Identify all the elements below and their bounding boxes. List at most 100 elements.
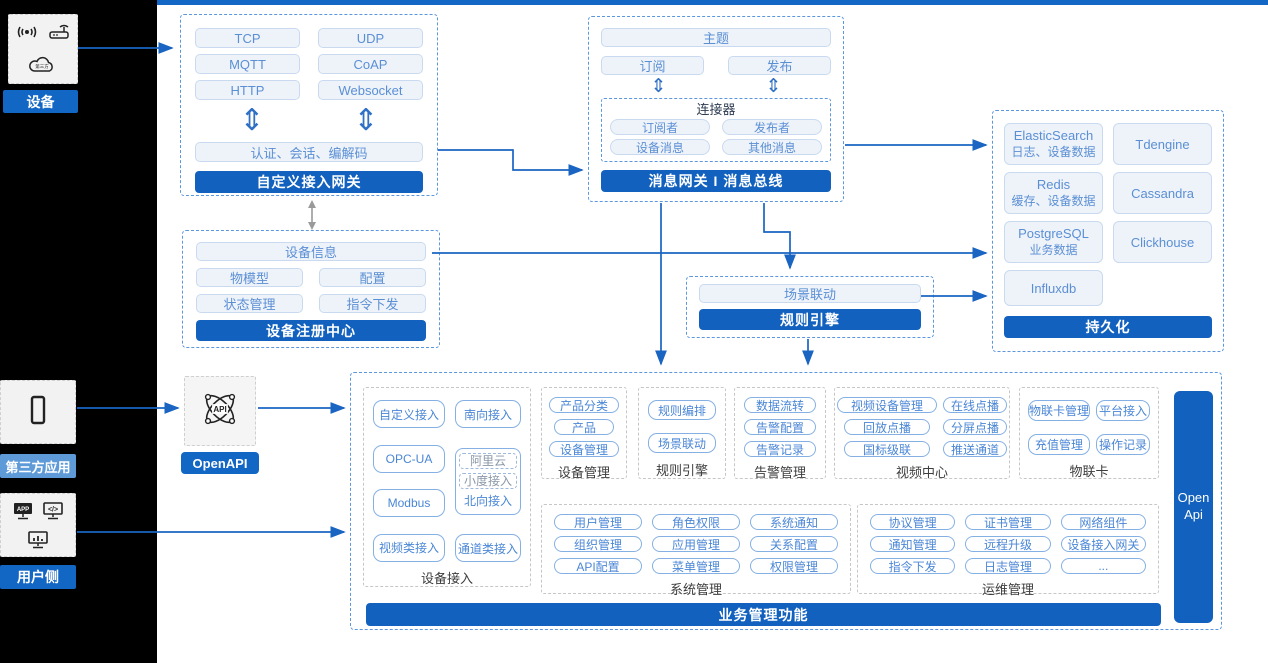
db-box-cassandra: Cassandra (1113, 172, 1212, 214)
svg-text:API: API (213, 405, 226, 414)
router-icon (47, 23, 71, 46)
topic-box: 主题 (601, 28, 831, 47)
scene-linkage-box: 场景联动 (699, 284, 921, 303)
column-title: 系统管理 (669, 582, 722, 597)
system-item: API配置 (554, 558, 642, 574)
connector-item: 发布者 (722, 119, 822, 135)
protocol-box: Websocket (318, 80, 423, 100)
app-monitor-icon: APP (12, 501, 34, 525)
wireless-signal-icon (15, 24, 39, 45)
third-party-app-box (0, 380, 76, 444)
mgmt-item: 设备管理 (549, 441, 619, 457)
ops-item: 协议管理 (870, 514, 956, 530)
business-section: 自定义接入 OPC-UA Modbus 视频类接入 南向接入 阿里云 小度接入 … (350, 372, 1222, 630)
ops-item: ... (1060, 558, 1146, 574)
cloud-third-party-icon: 第三方 (15, 55, 71, 75)
video-item: 分屏点播 (943, 419, 1007, 435)
video-item: 在线点播 (943, 397, 1007, 413)
rule-engine-section: 场景联动 规则引擎 (686, 276, 934, 338)
top-accent-bar (157, 0, 1268, 5)
system-item: 组织管理 (554, 536, 642, 552)
connector-item: 设备消息 (610, 139, 710, 155)
svg-text:</>: </> (48, 507, 58, 514)
protocol-box: CoAP (318, 54, 423, 74)
access-item: 阿里云 (459, 452, 517, 469)
column-title: 视频中心 (895, 465, 948, 480)
protocol-box: HTTP (195, 80, 300, 100)
db-box-influxdb: Influxdb (1004, 270, 1103, 306)
access-item: 自定义接入 (373, 400, 445, 428)
system-item: 关系配置 (750, 536, 838, 552)
ops-item: 网络组件 (1060, 514, 1146, 530)
access-item: 视频类接入 (373, 533, 445, 562)
column-title: 物联卡 (1069, 464, 1109, 479)
system-mgmt-column: 用户管理 角色权限 系统通知 组织管理 应用管理 关系配置 API配置 菜单管理… (541, 504, 851, 597)
system-item: 权限管理 (750, 558, 838, 574)
double-arrow-icon: ⇕ (239, 104, 265, 137)
business-banner: 业务管理功能 (366, 603, 1161, 626)
connector-item: 其他消息 (722, 139, 822, 155)
device-registry-banner: 设备注册中心 (196, 320, 426, 341)
alarm-item: 告警配置 (744, 419, 816, 435)
double-arrow-icon: ⇕ (650, 76, 667, 97)
user-side-box: APP </> (0, 493, 76, 557)
system-item: 用户管理 (554, 514, 642, 530)
ops-mgmt-column: 协议管理 证书管理 网络组件 通知管理 远程升级 设备接入网关 指令下发 日志管… (857, 504, 1159, 597)
access-item: Modbus (373, 489, 445, 518)
rule-item: 规则编排 (648, 400, 716, 420)
ops-item: 设备接入网关 (1060, 536, 1146, 552)
rule-engine-banner: 规则引擎 (699, 309, 921, 330)
third-party-rail-label: 第三方应用 (0, 454, 76, 478)
message-gateway-section: 主题 订阅 发布 ⇕ ⇕ 连接器 订阅者 发布者 设备消息 其他消息 消息网关 … (588, 16, 844, 202)
double-arrow-icon: ⇕ (765, 76, 782, 97)
db-box-clickhouse: Clickhouse (1113, 221, 1212, 263)
db-box-tdengine: Tdengine (1113, 123, 1212, 165)
protocol-box: MQTT (195, 54, 300, 74)
alarm-item: 数据流转 (744, 397, 816, 413)
video-item: 视频设备管理 (837, 397, 937, 413)
protocol-box: UDP (318, 28, 423, 48)
video-center-column: 视频设备管理 在线点播 回放点播 分屏点播 国标级联 推送通道 视频中心 (834, 387, 1010, 480)
system-item: 角色权限 (652, 514, 740, 530)
video-item: 推送通道 (943, 441, 1007, 457)
svg-text:APP: APP (17, 507, 29, 513)
registry-item: 状态管理 (196, 294, 303, 313)
rule-engine-column: 规则编排 场景联动 规则引擎 (638, 387, 726, 479)
column-title: 运维管理 (981, 582, 1034, 597)
iot-card-item: 充值管理 (1028, 434, 1091, 455)
iot-card-item: 物联卡管理 (1028, 400, 1091, 421)
device-mgmt-column: 产品分类 产品 设备管理 设备管理 (541, 387, 627, 480)
double-arrow-icon: ⇕ (353, 104, 379, 137)
ops-item: 通知管理 (870, 536, 956, 552)
chart-monitor-icon (7, 530, 69, 549)
persistence-banner: 持久化 (1004, 316, 1212, 338)
system-item: 系统通知 (750, 514, 838, 530)
system-item: 菜单管理 (652, 558, 740, 574)
subscribe-box: 订阅 (601, 56, 704, 75)
connector-title: 连接器 (696, 102, 736, 117)
registry-item: 指令下发 (319, 294, 426, 313)
connector-box: 连接器 订阅者 发布者 设备消息 其他消息 (601, 98, 831, 162)
video-item: 回放点播 (844, 419, 930, 435)
device-access-column: 自定义接入 OPC-UA Modbus 视频类接入 南向接入 阿里云 小度接入 … (363, 387, 531, 587)
iot-card-item: 操作记录 (1096, 434, 1150, 455)
device-info-box: 设备信息 (196, 242, 426, 261)
code-monitor-icon: </> (42, 501, 64, 525)
phone-icon (27, 394, 49, 431)
column-title: 规则引擎 (655, 463, 708, 478)
publish-box: 发布 (728, 56, 831, 75)
api-atom-icon: API (198, 387, 242, 436)
column-title: 设备管理 (557, 465, 610, 480)
ops-item: 远程升级 (965, 536, 1051, 552)
custom-gateway-banner: 自定义接入网关 (195, 171, 423, 193)
protocol-box: TCP (195, 28, 300, 48)
access-item: 通道类接入 (455, 534, 521, 562)
access-item: 南向接入 (455, 400, 521, 428)
auth-session-codec-box: 认证、会话、编解码 (195, 142, 423, 162)
access-item: 小度接入 (459, 472, 517, 489)
custom-gateway-section: TCP UDP MQTT CoAP HTTP Websocket ⇕ ⇕ 认证、… (180, 14, 438, 196)
